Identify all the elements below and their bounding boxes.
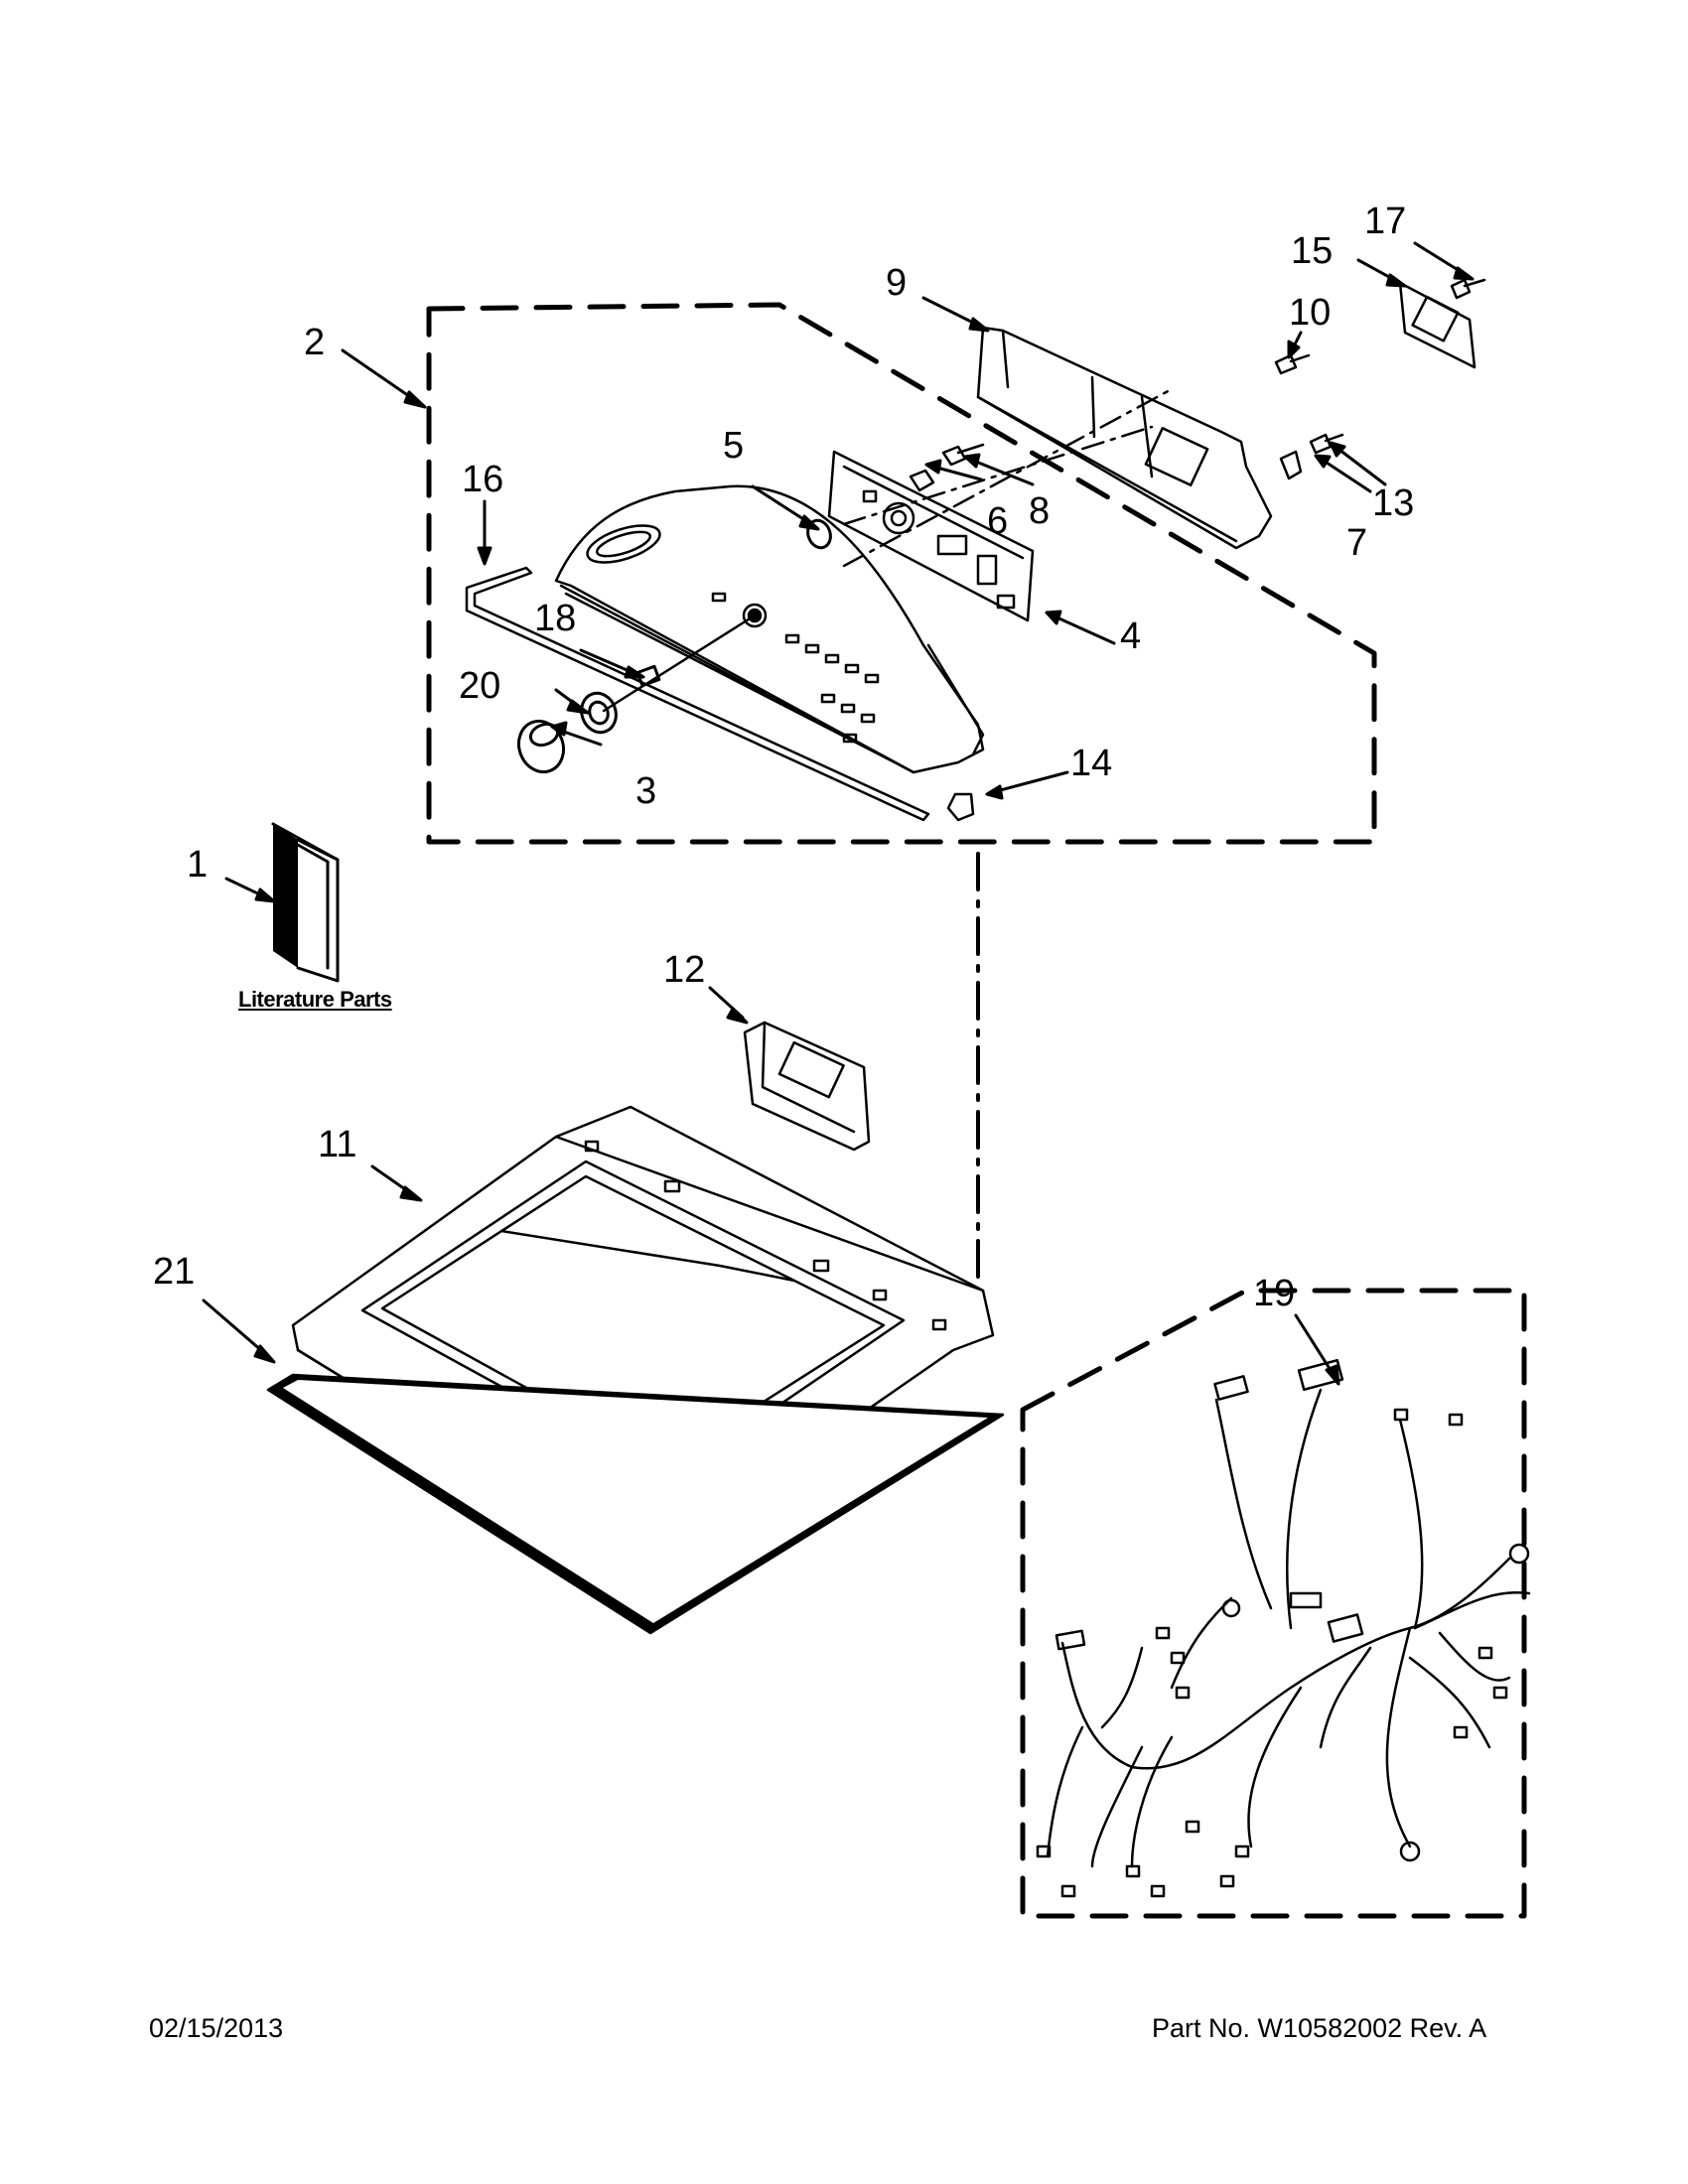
footer-date: 02/15/2013 <box>149 2013 284 2043</box>
footer-part-number: Part No. W10582002 Rev. A <box>1152 2013 1487 2043</box>
disc-icon <box>806 518 832 550</box>
callout-5: 5 <box>723 425 745 467</box>
harness-group-outline <box>1020 1288 1527 1919</box>
callout-20: 20 <box>459 665 501 707</box>
literature-parts-label: Literature Parts <box>238 987 392 1012</box>
callout-9: 9 <box>886 262 908 304</box>
callout-2: 2 <box>304 322 326 363</box>
wire-harness-icon <box>1036 1358 1531 1898</box>
callout-15: 15 <box>1291 230 1334 272</box>
board-axis-line-2 <box>842 425 1154 526</box>
callout-11: 11 <box>318 1124 357 1165</box>
screw-13-icon <box>1309 433 1344 455</box>
console-back-cover-icon <box>976 326 1273 550</box>
knob-axis-line <box>602 614 757 713</box>
callout-4: 4 <box>1120 615 1142 657</box>
electronic-control-icon <box>743 1021 871 1152</box>
callout-14: 14 <box>1070 743 1113 784</box>
control-board-icon <box>827 450 1035 622</box>
gasket-icon <box>266 1373 1005 1635</box>
callout-3: 3 <box>635 770 657 812</box>
bracket-icon <box>1398 281 1477 369</box>
callout-13: 13 <box>1372 482 1415 524</box>
callout-21: 21 <box>153 1251 196 1293</box>
callout-7: 7 <box>1346 522 1368 564</box>
console-assembly-group-outline <box>426 302 1377 845</box>
screw-17-icon <box>1450 278 1486 300</box>
callout-6: 6 <box>987 500 1009 542</box>
clip-7-icon <box>1279 450 1303 480</box>
console-panel-icon <box>554 484 985 774</box>
clip-icon <box>946 792 975 822</box>
literature-book-icon <box>271 822 340 983</box>
trim-strip-icon <box>465 566 930 822</box>
board-axis-line <box>842 387 1174 568</box>
callout-17: 17 <box>1364 201 1407 242</box>
callout-12: 12 <box>663 949 706 991</box>
callout-1: 1 <box>187 844 209 886</box>
callout-16: 16 <box>462 459 504 500</box>
callout-10: 10 <box>1289 292 1332 334</box>
component-6-icon <box>909 469 935 492</box>
callout-8: 8 <box>1029 490 1051 532</box>
callout-19: 19 <box>1253 1273 1296 1314</box>
callout-18: 18 <box>534 598 577 639</box>
encoder-icon <box>635 664 661 688</box>
leader-arrows <box>202 241 1475 1386</box>
screw-10-icon <box>1274 353 1311 375</box>
